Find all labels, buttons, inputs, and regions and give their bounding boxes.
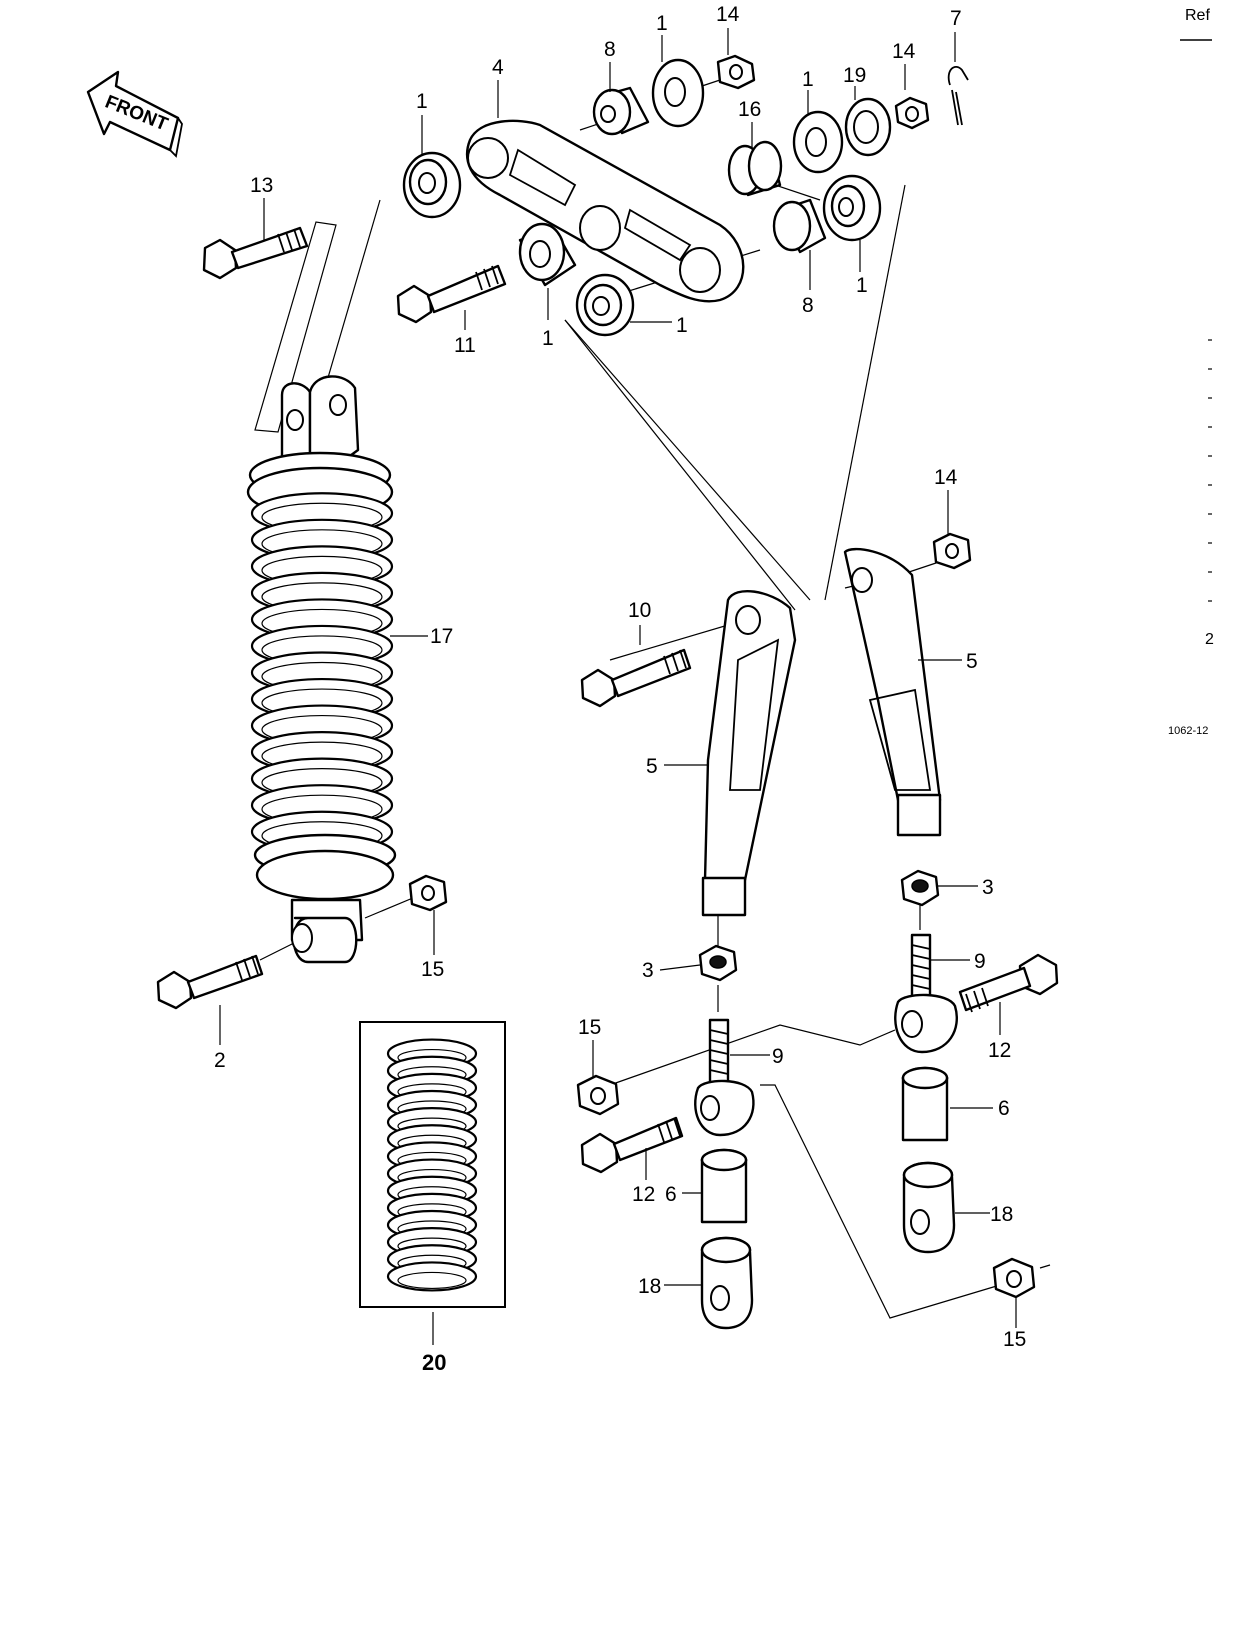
callout-19: 19 bbox=[843, 64, 866, 87]
callout-8: 8 bbox=[604, 38, 616, 61]
callout-2: 2 bbox=[214, 1049, 226, 1072]
bushing-part-1-a bbox=[402, 151, 462, 219]
shock-absorber-part-17 bbox=[246, 375, 397, 964]
spacer-part-16 bbox=[727, 140, 783, 197]
washer-part-1-d bbox=[651, 58, 705, 128]
collar-part-6-right bbox=[901, 1066, 949, 1142]
callout-leaders bbox=[219, 28, 1017, 1328]
callout-18: 18 bbox=[638, 1275, 661, 1298]
callout-labels: 1 1 1 1 1 1 2 3 3 4 5 5 6 6 7 8 8 9 9 10… bbox=[214, 3, 1026, 1375]
bolt-part-13 bbox=[202, 226, 309, 280]
washer-part-1-f bbox=[822, 174, 882, 242]
callout-1: 1 bbox=[856, 274, 868, 297]
nut-part-15-c bbox=[992, 1257, 1036, 1299]
nut-part-3-b bbox=[900, 869, 940, 907]
front-arrow-icon: FRONT bbox=[86, 70, 183, 158]
callout-1: 1 bbox=[676, 314, 688, 337]
collar-part-6-left bbox=[700, 1148, 748, 1224]
nut-part-14-a bbox=[716, 54, 756, 90]
callout-6: 6 bbox=[665, 1183, 677, 1206]
callout-11: 11 bbox=[454, 334, 476, 357]
callout-4: 4 bbox=[492, 56, 504, 79]
callout-15: 15 bbox=[578, 1016, 601, 1039]
washer-part-19 bbox=[844, 97, 892, 157]
bolt-part-11 bbox=[396, 264, 507, 324]
callout-17: 17 bbox=[430, 625, 453, 648]
callout-14: 14 bbox=[934, 466, 958, 489]
nut-part-14-b bbox=[894, 96, 930, 130]
callout-1: 1 bbox=[802, 68, 814, 91]
washer-part-1-e bbox=[792, 110, 844, 174]
callout-20: 20 bbox=[422, 1350, 446, 1375]
callout-1: 1 bbox=[542, 327, 554, 350]
bolt-part-10 bbox=[580, 648, 692, 708]
nut-part-15-a bbox=[408, 874, 448, 912]
callout-14: 14 bbox=[892, 40, 916, 63]
callout-12: 12 bbox=[632, 1183, 655, 1206]
callout-16: 16 bbox=[738, 98, 761, 121]
callout-10: 10 bbox=[628, 599, 651, 622]
callout-9: 9 bbox=[772, 1045, 784, 1068]
bushing-part-1-c bbox=[575, 273, 635, 337]
callout-7: 7 bbox=[950, 7, 962, 30]
callout-8: 8 bbox=[802, 294, 814, 317]
reference-header: Ref bbox=[1185, 7, 1210, 24]
callout-5: 5 bbox=[646, 755, 658, 778]
margin-fragment: 2 bbox=[1205, 631, 1214, 648]
nut-part-14-c bbox=[932, 532, 972, 570]
bushing-part-8-b bbox=[772, 198, 827, 254]
spring-part-20 bbox=[359, 1021, 506, 1345]
callout-6: 6 bbox=[998, 1097, 1010, 1120]
callout-15: 15 bbox=[421, 958, 444, 981]
assembly-lines bbox=[254, 79, 1051, 1319]
bushing-part-8-a bbox=[592, 86, 650, 136]
callout-9: 9 bbox=[974, 950, 986, 973]
tie-rod-part-5-right bbox=[843, 547, 942, 837]
callout-15: 15 bbox=[1003, 1328, 1026, 1351]
callout-13: 13 bbox=[250, 174, 273, 197]
tie-rod-part-5-left bbox=[701, 590, 797, 917]
bolt-part-12-left bbox=[580, 1116, 684, 1174]
rod-end-part-9-right bbox=[894, 933, 958, 1054]
cotter-pin-part-7 bbox=[947, 65, 969, 126]
callout-18: 18 bbox=[990, 1203, 1013, 1226]
callout-3: 3 bbox=[982, 876, 994, 899]
bolt-part-12-right bbox=[958, 953, 1059, 1013]
figure-code: 1062-12 bbox=[1168, 725, 1208, 737]
rod-end-part-18-left bbox=[700, 1236, 754, 1330]
callout-1: 1 bbox=[416, 90, 428, 113]
bolt-part-2 bbox=[156, 954, 264, 1010]
callout-5: 5 bbox=[966, 650, 978, 673]
margin-marks bbox=[1208, 339, 1212, 602]
rod-end-part-9-left bbox=[694, 1018, 755, 1137]
callout-1: 1 bbox=[656, 12, 668, 35]
nut-part-3-a bbox=[698, 944, 738, 982]
callout-3: 3 bbox=[642, 959, 654, 982]
nut-part-15-b bbox=[576, 1074, 620, 1116]
bushing-part-1-b bbox=[518, 222, 577, 287]
callout-12: 12 bbox=[988, 1039, 1011, 1062]
linkage-plate bbox=[465, 119, 745, 303]
callout-14: 14 bbox=[716, 3, 740, 26]
rod-end-part-18-right bbox=[902, 1161, 956, 1254]
